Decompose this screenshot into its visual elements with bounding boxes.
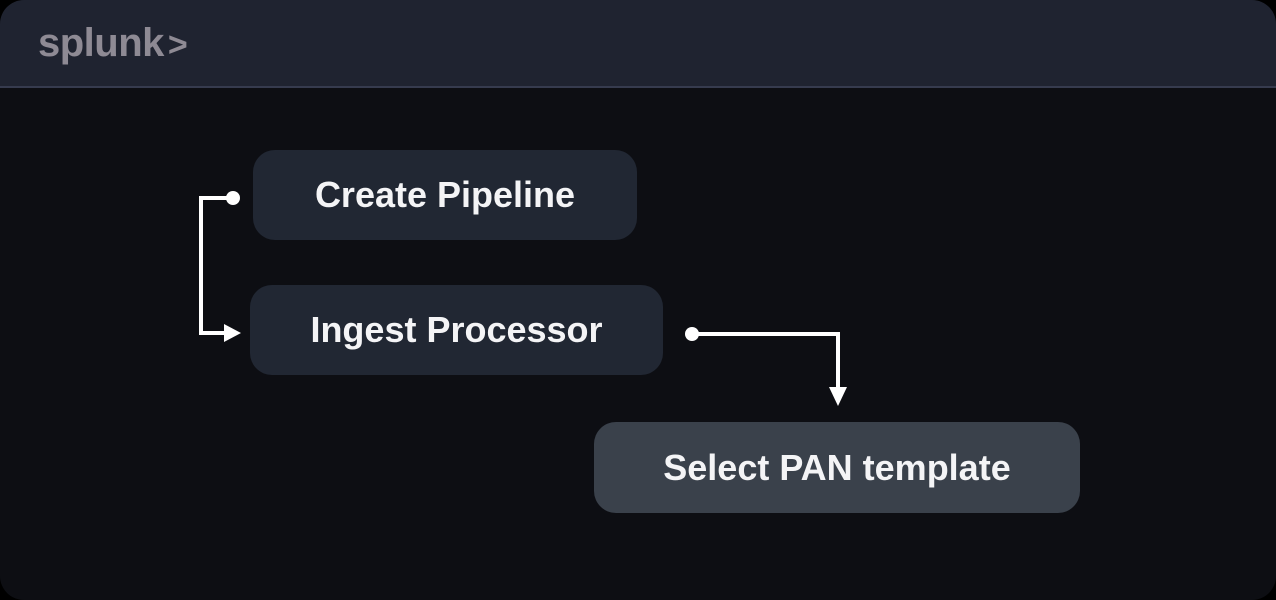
splunk-logo-text: splunk xyxy=(38,20,164,65)
node-select-pan-template: Select PAN template xyxy=(594,422,1080,513)
splunk-logo: splunk> xyxy=(38,20,188,66)
node-label: Create Pipeline xyxy=(314,174,576,215)
app-header: splunk> xyxy=(0,0,1276,88)
splunk-logo-chevron-icon: > xyxy=(167,25,188,64)
node-label: Ingest Processor xyxy=(310,309,603,350)
node-ingest-processor: Ingest Processor xyxy=(250,285,663,375)
node-label: Select PAN template xyxy=(663,446,1011,488)
node-create-pipeline: Create Pipeline xyxy=(253,150,637,240)
